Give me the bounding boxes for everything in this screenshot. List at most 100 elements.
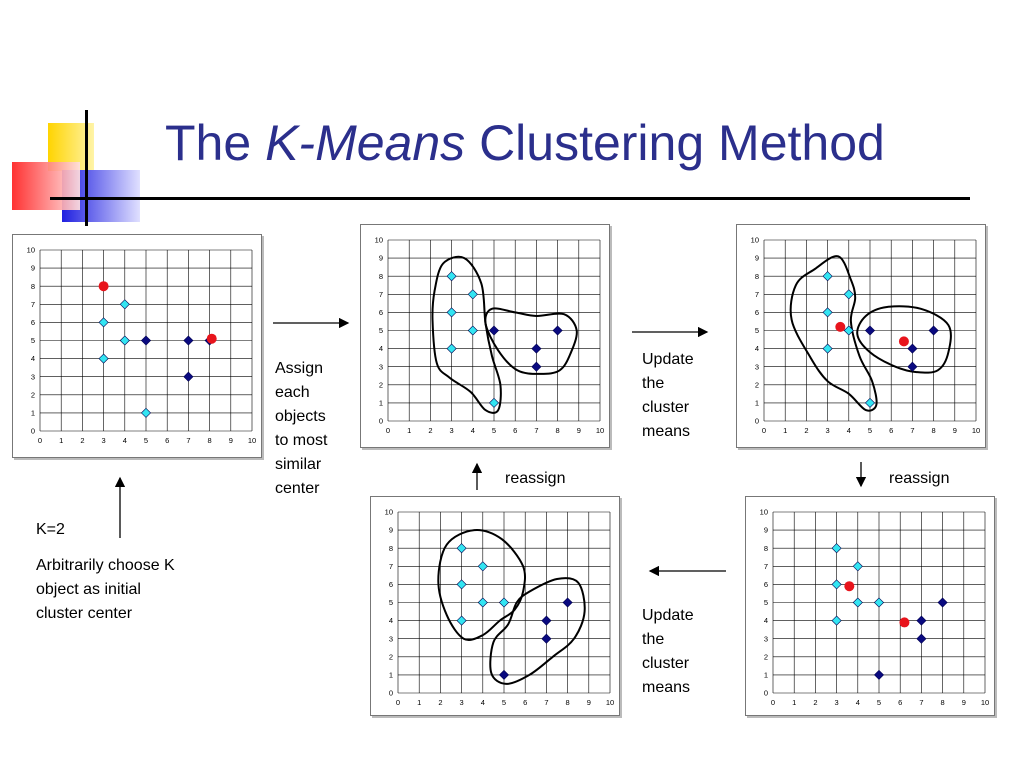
y-tick-label: 8 [31,282,35,291]
x-tick-label: 8 [566,698,570,707]
light-point [498,597,510,608]
light-point [446,307,457,318]
y-tick-label: 3 [379,362,383,371]
x-tick-label: 1 [407,426,411,435]
x-tick-label: 0 [762,426,766,435]
x-tick-label: 3 [835,698,839,707]
x-tick-label: 0 [396,698,400,707]
light-point [852,561,863,572]
cluster-center [899,617,910,628]
cluster-outline [489,577,586,685]
x-tick-label: 6 [165,436,169,445]
dark-point [183,371,194,382]
x-tick-label: 1 [59,436,63,445]
dark-point [937,597,948,608]
x-tick-label: 1 [783,426,787,435]
y-tick-label: 2 [379,380,383,389]
y-tick-label: 3 [389,634,393,643]
y-tick-label: 3 [31,372,35,381]
assign-line: similar [275,456,322,473]
y-tick-label: 9 [31,264,35,273]
light-point [456,543,467,554]
decorative-logo [12,110,140,226]
light-point [446,271,457,282]
y-tick-label: 4 [31,354,35,363]
dark-point [907,361,918,372]
x-tick-label: 4 [856,698,860,707]
light-point [140,407,152,418]
x-tick-label: 8 [556,426,560,435]
dark-point [928,325,939,336]
y-tick-label: 0 [379,417,383,426]
x-tick-label: 10 [596,426,604,435]
dark-point [864,325,876,336]
grid [387,239,601,422]
label-choose: Arbitrarily choose K object as initial c… [36,554,175,626]
y-tick-label: 10 [385,508,393,517]
x-tick-label: 6 [513,426,517,435]
y-tick-label: 6 [31,318,35,327]
x-tick-label: 4 [847,426,851,435]
update-line: Update [642,607,694,624]
cluster-outline [856,305,952,374]
choose-line: Arbitrarily choose K [36,557,175,574]
x-tick-label: 9 [577,426,581,435]
x-tick-label: 10 [248,436,256,445]
y-tick-label: 0 [764,689,768,698]
label-assign: Assign each objects to most similar cent… [275,357,327,501]
x-tick-label: 10 [606,698,614,707]
y-tick-label: 3 [764,634,768,643]
y-tick-label: 2 [764,652,768,661]
y-tick-label: 5 [379,326,383,335]
x-tick-label: 6 [898,698,902,707]
light-point [843,289,854,300]
x-tick-label: 0 [771,698,775,707]
x-tick-label: 4 [481,698,485,707]
x-tick-label: 5 [144,436,148,445]
x-tick-label: 2 [80,436,84,445]
cluster-center [898,336,909,347]
y-tick-label: 10 [27,246,35,255]
y-tick-label: 8 [764,544,768,553]
dark-point [907,343,918,354]
y-tick-label: 1 [755,399,759,408]
x-tick-label: 5 [492,426,496,435]
x-tick-label: 7 [534,426,538,435]
y-tick-label: 8 [755,272,759,281]
y-tick-label: 5 [764,598,768,607]
y-tick-label: 1 [389,671,393,680]
y-tick-label: 7 [764,562,768,571]
x-tick-label: 2 [438,698,442,707]
y-tick-label: 1 [31,409,35,418]
label-reassign-left: reassign [505,470,566,487]
light-point [831,615,842,626]
x-tick-label: 8 [932,426,936,435]
light-point [843,325,854,336]
y-tick-label: 7 [389,562,393,571]
y-tick-label: 6 [764,580,768,589]
x-tick-label: 6 [889,426,893,435]
x-tick-label: 3 [450,426,454,435]
light-point [822,307,833,318]
y-tick-label: 10 [751,236,759,245]
choose-line: cluster center [36,605,133,622]
dark-point [183,335,194,346]
x-tick-label: 7 [919,698,923,707]
y-tick-label: 4 [755,344,759,353]
dark-point [562,597,573,608]
y-tick-label: 0 [755,417,759,426]
light-point [873,597,885,608]
light-point [477,561,488,572]
update-line: means [642,679,691,696]
y-tick-label: 6 [755,308,759,317]
x-tick-label: 6 [523,698,527,707]
light-point [98,317,109,328]
y-tick-label: 6 [379,308,383,317]
y-tick-label: 5 [755,326,759,335]
